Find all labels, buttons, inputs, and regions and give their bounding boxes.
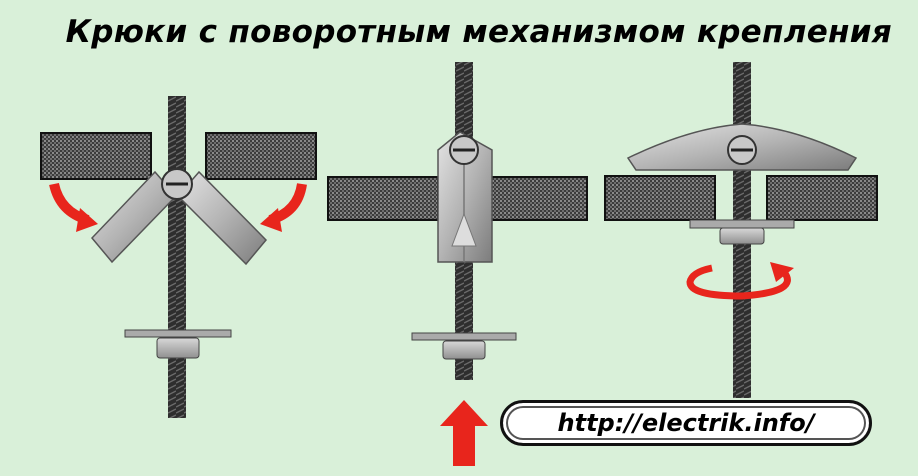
stage-1-bolt [40, 96, 317, 418]
rotate-arrow-icon [686, 264, 791, 300]
washer-3 [689, 219, 795, 229]
nut-1 [156, 337, 200, 359]
stage-2-bolt [327, 62, 588, 466]
panel-right-2 [488, 176, 588, 221]
panel-right-1 [205, 132, 317, 180]
panel-left-2 [327, 176, 439, 221]
nut-3 [719, 227, 765, 245]
panel-right-3 [766, 175, 878, 221]
panel-left-1 [40, 132, 152, 180]
nut-2 [442, 340, 486, 360]
threaded-rod-1 [168, 96, 186, 418]
stage-3-bolt [604, 62, 878, 398]
url-badge[interactable]: http://electrik.info/ [500, 400, 872, 446]
panel-left-3 [604, 175, 716, 221]
page-title: Крюки с поворотным механизмом крепления [65, 14, 892, 50]
folded-wings-2 [437, 131, 493, 263]
insert-arrow-icon [440, 400, 488, 466]
insert-pointer-icon [451, 212, 477, 247]
washer-1 [124, 329, 232, 338]
washer-2 [411, 332, 517, 341]
